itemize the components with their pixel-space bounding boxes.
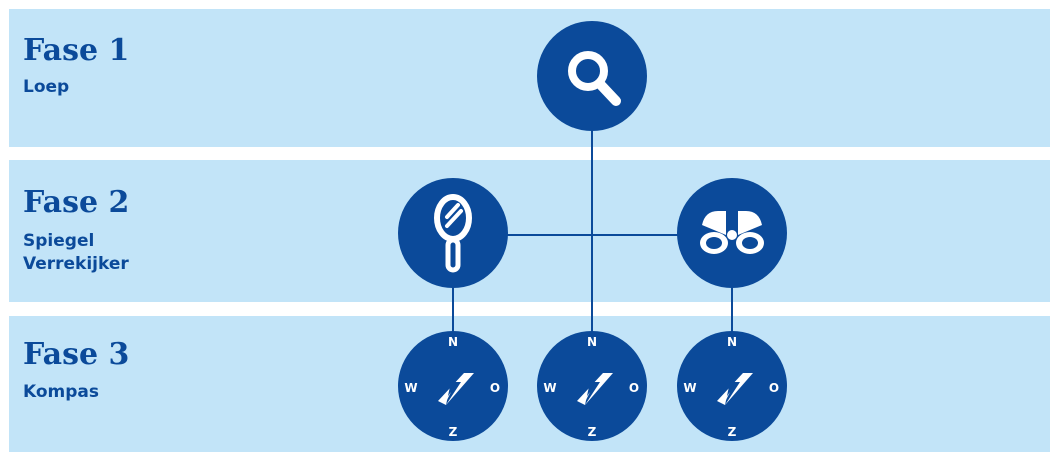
compass-south-label: Z xyxy=(728,425,737,439)
compass-west-label: W xyxy=(683,381,696,395)
compass-east-label: O xyxy=(490,381,500,395)
magnifier-icon xyxy=(537,21,647,131)
phase-2-item-spiegel: Spiegel xyxy=(23,231,95,251)
phase-band-1: Fase 1 Loep xyxy=(9,9,1050,147)
binoculars-icon xyxy=(677,178,787,288)
compass-east-label: O xyxy=(629,381,639,395)
phase-1-title: Fase 1 xyxy=(23,33,130,68)
phase-3-title: Fase 3 xyxy=(23,337,130,372)
compass-south-label: Z xyxy=(588,425,597,439)
compass-north-label: N xyxy=(587,335,597,349)
phase-1-item-loep: Loep xyxy=(23,77,70,97)
compass-west-label: W xyxy=(404,381,417,395)
phase-3-item-kompas: Kompas xyxy=(23,382,100,402)
compass-east-label: O xyxy=(769,381,779,395)
compass-south-label: Z xyxy=(449,425,458,439)
phase-2-title: Fase 2 xyxy=(23,185,130,220)
compass-west-label: W xyxy=(543,381,556,395)
phase-band-3: Fase 3 Kompas xyxy=(9,316,1050,452)
compass-north-label: N xyxy=(727,335,737,349)
compass-icon: N W O Z xyxy=(398,331,508,441)
phase-band-2: Fase 2 Spiegel Verrekijker xyxy=(9,160,1050,302)
compass-north-label: N xyxy=(448,335,458,349)
compass-icon: N W O Z xyxy=(677,331,787,441)
phase-2-item-verrekijker: Verrekijker xyxy=(23,254,129,274)
hand-mirror-icon xyxy=(398,178,508,288)
compass-icon: N W O Z xyxy=(537,331,647,441)
